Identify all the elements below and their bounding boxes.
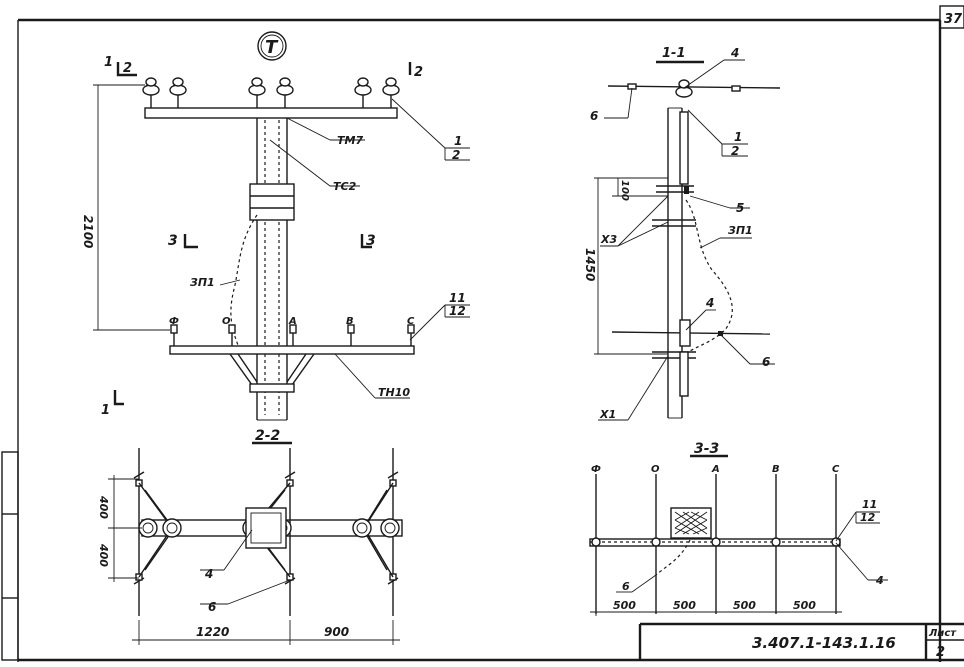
cut-1-bottom: 1: [101, 403, 110, 418]
view-1-1: [594, 59, 781, 421]
label-tm7: ТМ7: [337, 134, 363, 147]
cut-3-left: 3: [168, 233, 178, 249]
callout-1-bottom: 2: [452, 148, 460, 162]
phase-label-f: Ф: [169, 316, 179, 327]
view-3-3-title: 3-3: [694, 441, 719, 457]
callout-6-top: 6: [590, 109, 598, 123]
label-th10: ТН10: [378, 386, 410, 399]
title-block: [638, 622, 964, 660]
dimension-3-3-2: 500: [673, 599, 696, 612]
label-x3: Х3: [600, 233, 617, 246]
drawing-designation: 3.407.1-143.1.16: [752, 634, 896, 652]
callout-6-3-3: 6: [622, 580, 630, 593]
callout-6-mid: 6: [762, 355, 770, 369]
insulator-bottom-b: [347, 324, 355, 346]
label-tc2: ТС2: [333, 180, 357, 193]
symbol-letter: T: [265, 37, 279, 58]
callout-11-3-3-top: 11: [862, 498, 877, 511]
callout-1-top: 1: [454, 134, 462, 148]
view-2-2: [108, 441, 403, 645]
insulator-top-5: [354, 77, 372, 108]
leader-lines-main: [219, 98, 470, 399]
label-zp1: ЗП1: [190, 276, 215, 289]
dimension-400-top: 400: [97, 495, 110, 519]
sheet-label: Лист: [928, 628, 957, 639]
phase-label-a: А: [288, 316, 297, 327]
cut-2-right: 2: [414, 65, 423, 80]
dimension-3-3-1: 500: [613, 599, 636, 612]
cut-marks: [113, 62, 412, 406]
pole-clamp: [249, 183, 295, 221]
phase-3-3-o: О: [651, 464, 660, 475]
insulator-top-6: [382, 77, 400, 108]
top-crossarm: [144, 107, 398, 119]
insulator-bottom-a: [289, 324, 297, 346]
callout-1-1-top: 1: [734, 130, 742, 144]
callout-4-3-3: 4: [875, 574, 884, 587]
insulator-bottom-f: [170, 324, 178, 346]
callout-4-2-2: 4: [204, 567, 213, 581]
cut-2-left: 2: [123, 61, 132, 76]
view-2-2-title: 2-2: [255, 428, 280, 444]
sheet-frame: [1, 5, 964, 662]
dimension-400-bottom: 400: [97, 543, 110, 567]
dimension-3-3-3: 500: [733, 599, 756, 612]
insulator-bottom-c: [407, 324, 415, 346]
callout-11-bottom: 12: [449, 304, 466, 318]
main-view: [93, 31, 470, 421]
pole-main: [256, 118, 288, 421]
sheet-value: 2: [936, 645, 945, 660]
dimension-3-3-4: 500: [793, 599, 816, 612]
view-3-3: [589, 454, 888, 616]
dimension-1220: 1220: [196, 625, 229, 639]
phase-label-o: О: [222, 316, 231, 327]
cut-3-right: 3: [366, 233, 376, 249]
view-1-1-title: 1-1: [662, 46, 686, 61]
callout-1-1-bottom: 2: [731, 144, 739, 158]
bottom-crossarm: [169, 345, 415, 355]
phase-3-3-a: А: [711, 464, 720, 475]
label-x1: Х1: [599, 408, 616, 421]
callout-4-mid: 4: [705, 296, 714, 310]
phase-label-b: В: [346, 316, 354, 327]
label-zp1-1-1: ЗП1: [728, 224, 753, 237]
dimension-900: 900: [324, 625, 349, 639]
callout-11-3-3-bottom: 12: [860, 511, 876, 524]
dimension-2100: 2100: [81, 215, 95, 248]
dimension-100: 100: [619, 180, 630, 201]
insulator-top-3: [248, 77, 266, 108]
symbol-circle: [257, 31, 287, 61]
callout-11-top: 11: [449, 291, 466, 305]
callout-5: 5: [736, 201, 744, 215]
grounding-wire-1-1: [685, 199, 733, 353]
crossarm-braces: [229, 353, 315, 393]
dimension-line-2100: [93, 84, 170, 331]
dimension-1450: 1450: [583, 248, 597, 281]
insulator-top-1: [142, 77, 160, 108]
callout-4-top: 4: [730, 46, 739, 60]
phase-label-c: С: [407, 316, 415, 327]
insulator-bottom-o: [228, 324, 236, 346]
grounding-wire-main: [230, 214, 258, 346]
phase-3-3-b: В: [772, 464, 780, 475]
sheet-number-top: 37: [944, 12, 963, 27]
cut-1-left: 1: [104, 55, 113, 70]
insulator-top-2: [169, 77, 187, 108]
phase-3-3-c: С: [832, 464, 840, 475]
insulator-top-4: [276, 77, 294, 108]
phase-3-3-f: Ф: [591, 464, 601, 475]
callout-6-2-2: 6: [208, 600, 216, 614]
